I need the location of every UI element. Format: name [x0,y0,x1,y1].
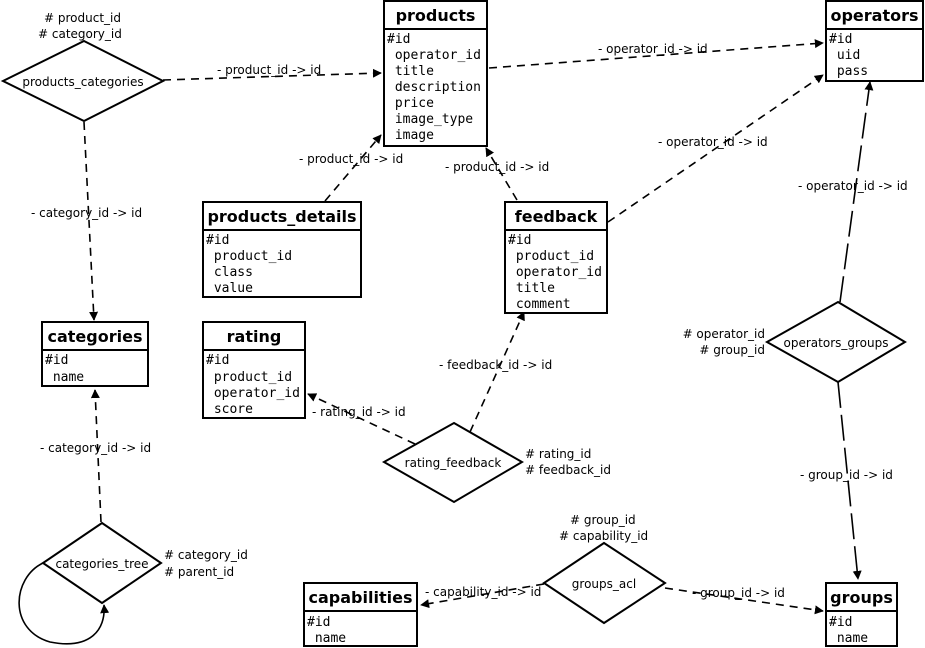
label-rf-feedback: - feedback_id -> id [439,358,552,372]
field: product_id [508,249,594,264]
entity-title: groups [830,588,893,607]
label-pc-products: - product_id -> id [217,63,321,77]
field: #id [45,353,68,368]
field: #id [206,233,229,248]
edge-rf-feedback [469,311,525,433]
edge-ct-categories [90,389,102,523]
relation-name: categories_tree [55,557,148,571]
entity-title: rating [227,327,282,346]
label-ct-categories: - category_id -> id [40,441,151,455]
edge-rf-rating [307,393,416,445]
relation-key: # product_id [44,11,121,25]
edge-feedback-operators [607,74,824,223]
edge-feedback-products [485,147,518,201]
relation-key: # parent_id [164,565,234,579]
field: operator_id [508,265,602,280]
entity-title: categories [48,327,143,346]
relation-name: products_categories [22,75,143,89]
relation-key: # category_id [164,548,248,562]
label-feedback-operators: - operator_id -> id [658,135,768,149]
field: #id [307,615,330,630]
relation-key: # rating_id [525,447,591,461]
label-rf-rating: - rating_id -> id [312,405,406,419]
relation-key: # feedback_id [525,463,611,477]
entity-title: products [396,6,476,25]
label-pc-categories: - category_id -> id [31,206,142,220]
relation-key: # capability_id [559,529,648,543]
edge-ct-self-loop [18,562,110,645]
relation-rating-feedback[interactable]: rating_feedback # rating_id # feedback_i… [381,421,611,504]
label-acl-capabilities: - capability_id -> id [425,585,541,599]
field: #id [508,233,531,248]
label-og-groups: - group_id -> id [800,468,893,482]
entity-title: operators [830,6,918,25]
relation-groups-acl[interactable]: groups_acl # group_id # capability_id [542,513,667,625]
relation-name: groups_acl [572,577,636,591]
field: description [387,80,481,95]
edge-acl-capabilities [420,583,545,609]
entity-capabilities[interactable]: capabilities #id name [303,582,418,647]
relation-key: # group_id [699,343,765,357]
field: comment [508,297,571,312]
field: price [387,96,434,111]
entity-operators[interactable]: operators #id uid pass [825,0,924,82]
relation-products-categories[interactable]: products_categories # product_id # categ… [0,11,166,123]
relation-categories-tree[interactable]: categories_tree # category_id # parent_i… [41,521,248,605]
field: name [307,631,346,646]
relation-name: rating_feedback [405,456,502,470]
field: #id [829,615,852,630]
field: #id [387,32,410,47]
relation-name: operators_groups [784,336,889,350]
edge-acl-groups [664,587,824,615]
field: pass [829,64,868,79]
entity-products-details[interactable]: products_details #id product_id class va… [202,201,362,298]
label-products-operators: - operator_id -> id [598,42,708,56]
field: title [387,64,434,79]
edge-og-groups [837,381,862,580]
field: operator_id [387,48,481,63]
field: product_id [206,249,292,264]
label-feedback-products: - product_id -> id [445,160,549,174]
field: name [45,370,84,385]
field: title [508,281,555,296]
field: operator_id [206,386,300,401]
field: image [387,128,434,143]
edge-labels: - product_id -> id - category_id -> id -… [31,42,908,600]
field: name [829,631,868,646]
field: score [206,402,253,417]
field: product_id [206,370,292,385]
entity-rating[interactable]: rating #id product_id operator_id score [202,321,306,419]
field: #id [206,353,229,368]
entity-feedback[interactable]: feedback #id product_id operator_id titl… [504,201,608,314]
entity-title: feedback [515,207,598,226]
edge-pc-categories [83,121,99,321]
entity-products[interactable]: products #id operator_id title descripti… [383,0,488,147]
edges [18,39,874,645]
entity-title: capabilities [309,588,413,607]
edge-og-operators [839,81,874,303]
relation-operators-groups[interactable]: operators_groups # operator_id # group_i… [683,300,907,384]
field: class [206,265,253,280]
entity-groups[interactable]: groups #id name [825,582,898,647]
field: uid [829,48,860,63]
field: image_type [387,112,473,127]
relation-key: # group_id [570,513,636,527]
entity-title: products_details [207,207,356,226]
label-details-products: - product_id -> id [299,152,403,166]
label-acl-groups: - group_id -> id [692,586,785,600]
field: value [206,281,253,296]
relation-key: # operator_id [683,327,765,341]
entity-categories[interactable]: categories #id name [41,321,149,387]
label-og-operators: - operator_id -> id [798,179,908,193]
field: #id [829,32,852,47]
edge-details-products [324,134,382,202]
relation-key: # category_id [38,27,122,41]
